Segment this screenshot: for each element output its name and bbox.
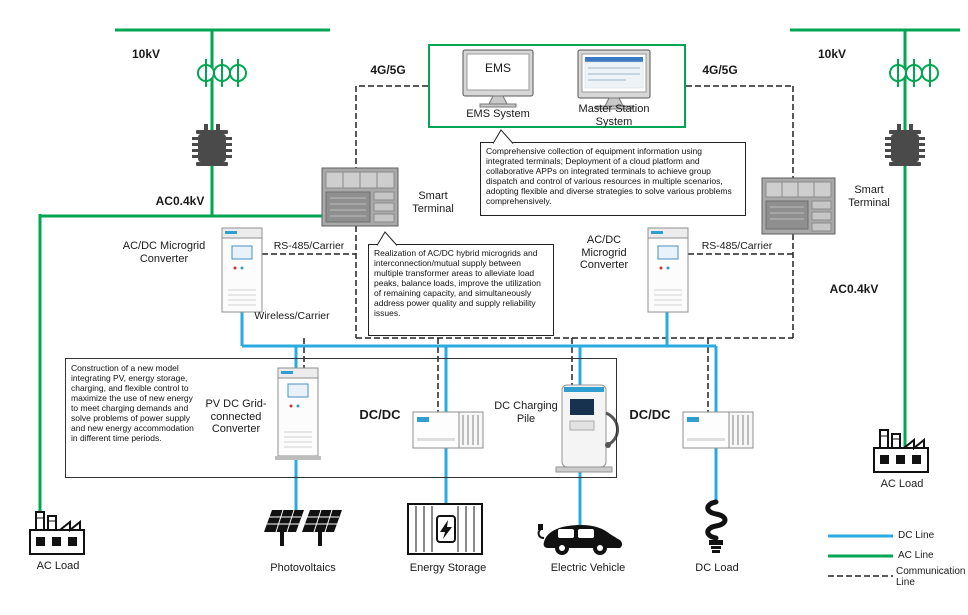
integration-box bbox=[65, 358, 617, 478]
label-master-station: Master Station System bbox=[578, 103, 650, 128]
acdc-converter-right-icon bbox=[647, 227, 689, 313]
label-rs485-left: RS-485/Carrier bbox=[273, 240, 345, 252]
ems-monitor-icon bbox=[462, 49, 534, 108]
callout-construction-text: Construction of a new model integrating … bbox=[71, 363, 194, 444]
label-rs485-right: RS-485/Carrier bbox=[701, 240, 773, 252]
charging-pile-icon bbox=[555, 384, 619, 473]
label-10kv-right: 10kV bbox=[817, 47, 847, 61]
ac-lines bbox=[38, 28, 960, 528]
callout-comprehensive: Comprehensive collection of equipment in… bbox=[480, 129, 746, 216]
dc-load-bulb-icon bbox=[705, 499, 728, 553]
label-ac04-left: AC0.4kV bbox=[155, 194, 205, 208]
label-wireless-carrier: Wireless/Carrier bbox=[254, 310, 330, 322]
transformer-icon-right bbox=[885, 124, 925, 166]
photovoltaics-icon bbox=[264, 509, 342, 546]
winding-symbol-right-icon bbox=[889, 59, 939, 87]
label-10kv-left: 10kV bbox=[131, 47, 161, 61]
callout-pointer-icon bbox=[493, 129, 514, 144]
label-4g5g-left: 4G/5G bbox=[370, 63, 406, 77]
label-electric-vehicle: Electric Vehicle bbox=[550, 562, 626, 574]
label-photovoltaics: Photovoltaics bbox=[270, 562, 336, 574]
label-acdc-converter-right: AC/DC Microgrid Converter bbox=[579, 234, 629, 272]
dc-lines bbox=[240, 312, 718, 528]
label-ac-load-right: AC Load bbox=[880, 478, 924, 490]
smart-terminal-right-icon bbox=[761, 177, 836, 235]
label-dcdc-left: DC/DC bbox=[359, 407, 401, 422]
legend-lines bbox=[828, 534, 893, 577]
label-ac04-right: AC0.4kV bbox=[829, 282, 879, 296]
legend-ac-label: AC Line bbox=[898, 550, 934, 561]
callout-comprehensive-text: Comprehensive collection of equipment in… bbox=[486, 146, 732, 207]
ems-screen-text: EMS bbox=[484, 61, 511, 75]
label-acdc-converter-left: AC/DC Microgrid Converter bbox=[122, 240, 206, 265]
factory-right-icon bbox=[873, 429, 929, 473]
label-dc-load: DC Load bbox=[695, 562, 739, 574]
dcdc-right-icon bbox=[682, 411, 754, 449]
master-monitor-icon bbox=[577, 49, 651, 110]
smart-terminal-left-icon bbox=[321, 167, 399, 227]
label-smart-terminal-left: Smart Terminal bbox=[412, 190, 454, 215]
label-pv-converter: PV DC Grid-connected Converter bbox=[205, 398, 267, 436]
callout-pointer-icon bbox=[377, 231, 398, 246]
legend-comm-label: Communication Line bbox=[896, 566, 966, 588]
pv-converter-icon bbox=[275, 367, 321, 460]
label-smart-terminal-right: Smart Terminal bbox=[848, 184, 890, 209]
label-energy-storage: Energy Storage bbox=[409, 562, 487, 574]
acdc-converter-left-icon bbox=[221, 227, 263, 313]
label-ac-load-left: AC Load bbox=[36, 560, 80, 572]
energy-storage-icon bbox=[407, 503, 483, 555]
factory-left-icon bbox=[29, 511, 85, 555]
dcdc-left-icon bbox=[412, 411, 484, 449]
callout-realization-text: Realization of AC/DC hybrid microgrids a… bbox=[374, 248, 541, 319]
label-dcdc-right: DC/DC bbox=[629, 407, 671, 422]
label-charging-pile: DC Charging Pile bbox=[494, 400, 558, 425]
electric-vehicle-icon bbox=[537, 524, 623, 555]
winding-symbol-left-icon bbox=[197, 59, 247, 87]
legend-dc-label: DC Line bbox=[898, 530, 935, 541]
communication-lines bbox=[262, 85, 794, 412]
callout-realization: Realization of AC/DC hybrid microgrids a… bbox=[368, 231, 554, 336]
transformer-icon-left bbox=[192, 124, 232, 166]
label-ems-system: EMS System bbox=[466, 108, 530, 120]
label-4g5g-right: 4G/5G bbox=[702, 63, 738, 77]
master-station-box bbox=[428, 44, 686, 128]
